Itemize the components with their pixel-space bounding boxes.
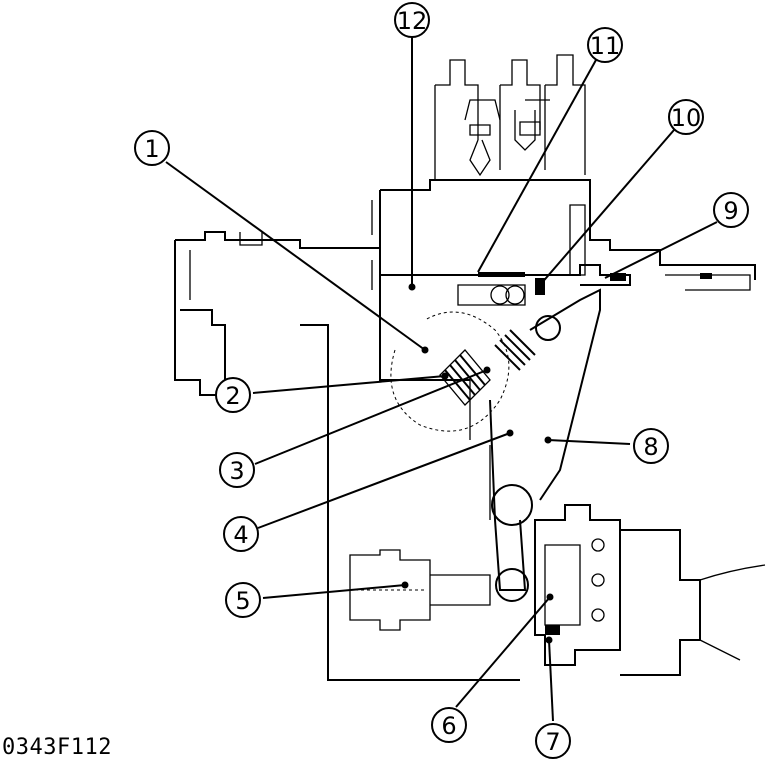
callout-circle-5 bbox=[225, 582, 261, 618]
drawing-body bbox=[174, 54, 766, 681]
callout-5: 5 bbox=[225, 582, 261, 618]
callout-circle-7 bbox=[535, 723, 571, 759]
callout-label-12: 12 bbox=[397, 7, 428, 35]
leader-line-2 bbox=[252, 375, 446, 394]
leader-dot-7 bbox=[545, 636, 553, 644]
callout-label-6: 6 bbox=[441, 712, 456, 740]
callout-circle-11 bbox=[587, 27, 623, 63]
callout-circle-2 bbox=[215, 377, 251, 413]
callout-circle-6 bbox=[431, 707, 467, 743]
callout-label-10: 10 bbox=[671, 104, 702, 132]
callout-circle-12 bbox=[394, 2, 430, 38]
callout-label-4: 4 bbox=[233, 521, 248, 549]
callout-label-3: 3 bbox=[229, 457, 244, 485]
callout-circle-9 bbox=[713, 192, 749, 228]
callout-label-1: 1 bbox=[144, 135, 159, 163]
leader-line-10 bbox=[539, 129, 675, 286]
leader-dots bbox=[401, 281, 554, 644]
callout-8: 8 bbox=[633, 428, 669, 464]
leader-dot-1 bbox=[421, 346, 429, 354]
callout-circle-3 bbox=[219, 452, 255, 488]
leader-line-6 bbox=[455, 596, 551, 708]
leader-dot-3 bbox=[483, 366, 491, 374]
callout-label-9: 9 bbox=[723, 197, 738, 225]
leader-dot-12 bbox=[408, 283, 416, 291]
leader-dot-8 bbox=[544, 436, 552, 444]
callout-9: 9 bbox=[713, 192, 749, 228]
callout-7: 7 bbox=[535, 723, 571, 759]
leader-line-3 bbox=[254, 369, 488, 465]
leader-line-1 bbox=[165, 161, 426, 351]
callout-2: 2 bbox=[215, 377, 251, 413]
callout-circle-8 bbox=[633, 428, 669, 464]
leader-dot-6 bbox=[546, 593, 554, 601]
callout-4: 4 bbox=[223, 516, 259, 552]
callout-label-11: 11 bbox=[590, 32, 621, 60]
callout-11: 11 bbox=[587, 27, 623, 63]
callout-1: 1 bbox=[134, 130, 170, 166]
callout-3: 3 bbox=[219, 452, 255, 488]
leader-line-5 bbox=[262, 584, 406, 599]
callout-12: 12 bbox=[394, 2, 430, 38]
drawing-code: 0343F112 bbox=[2, 735, 112, 760]
leader-dot-4 bbox=[506, 429, 514, 437]
leader-dot-10 bbox=[536, 281, 544, 289]
leader-line-4 bbox=[257, 432, 511, 529]
callout-6: 6 bbox=[431, 707, 467, 743]
leader-dot-5 bbox=[401, 581, 409, 589]
leader-line-8 bbox=[547, 439, 631, 445]
callout-circle-4 bbox=[223, 516, 259, 552]
callout-circle-10 bbox=[668, 99, 704, 135]
leader-lines bbox=[165, 37, 718, 722]
leader-line-9 bbox=[604, 221, 718, 279]
callout-label-5: 5 bbox=[235, 587, 250, 615]
callout-circle-1 bbox=[134, 130, 170, 166]
callout-label-7: 7 bbox=[545, 728, 560, 756]
callout-label-2: 2 bbox=[225, 382, 240, 410]
leader-line-11 bbox=[477, 59, 597, 273]
callout-label-8: 8 bbox=[643, 433, 658, 461]
callout-10: 10 bbox=[668, 99, 704, 135]
leader-line-7 bbox=[548, 639, 554, 722]
leader-dot-2 bbox=[441, 372, 449, 380]
